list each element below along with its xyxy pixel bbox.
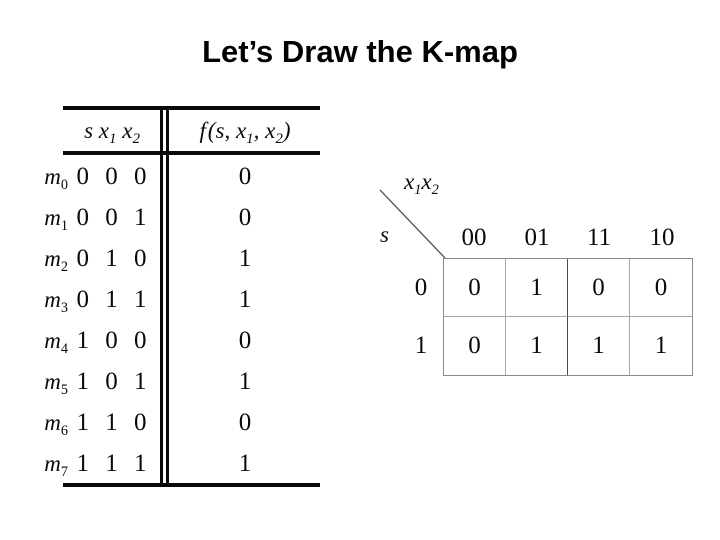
kmap-cell-r0c2[interactable]: 0 xyxy=(568,259,630,317)
minterm-index: 3 xyxy=(60,299,68,316)
output-value: 0 xyxy=(238,204,252,231)
column-header-output: f (s, x1, x2) xyxy=(199,118,291,147)
kmap-cell-r0c1[interactable]: 1 xyxy=(506,259,568,317)
kmap-col-header-10: 10 xyxy=(649,224,675,251)
input-bits: 0 1 0 xyxy=(76,245,152,272)
kmap-cell-r1c1[interactable]: 1 xyxy=(506,317,568,375)
input-bits: 0 0 1 xyxy=(76,204,152,231)
minterm-label: m7 xyxy=(44,451,68,480)
minterm-label: m0 xyxy=(44,164,68,193)
table-divider-line-right xyxy=(166,108,169,485)
minterm-index: 4 xyxy=(60,340,68,357)
kmap-cell-r0c0[interactable]: 0 xyxy=(444,259,506,317)
table-divider-line-left xyxy=(160,108,163,485)
input-bits: 1 0 0 xyxy=(76,327,152,354)
table-top-rule xyxy=(63,106,320,110)
kmap-col-header-01: 01 xyxy=(524,224,550,251)
kmap-row-header-0: 0 xyxy=(414,274,428,301)
table-row: m7 1 1 1 1 xyxy=(20,447,310,488)
input-bits: 1 1 1 xyxy=(76,450,152,477)
input-bits: 0 0 0 xyxy=(76,163,152,190)
table-row: m0 0 0 0 0 xyxy=(20,160,310,201)
minterm-label: m5 xyxy=(44,369,68,398)
kmap-col-header-11: 11 xyxy=(586,224,612,251)
table-bottom-rule xyxy=(63,483,320,487)
output-value: 0 xyxy=(238,327,252,354)
table-row: m4 1 0 0 0 xyxy=(20,324,310,365)
minterm-label: m3 xyxy=(44,287,68,316)
table-header-rule xyxy=(63,151,320,155)
axis-divider-diagonal-icon xyxy=(379,189,446,259)
page-title: Let’s Draw the K-map xyxy=(202,34,518,69)
minterm-index: 2 xyxy=(60,258,68,275)
table-row: m5 1 0 1 1 xyxy=(20,365,310,406)
output-value: 0 xyxy=(238,409,252,436)
input-bits: 1 0 1 xyxy=(76,368,152,395)
minterm-index: 5 xyxy=(60,381,68,398)
kmap-cell-r1c2[interactable]: 1 xyxy=(568,317,630,375)
output-value: 1 xyxy=(238,368,252,395)
kmap-row-header-1: 1 xyxy=(414,332,428,359)
minterm-label: m2 xyxy=(44,246,68,275)
input-bits: 1 1 0 xyxy=(76,409,152,436)
output-value: 1 xyxy=(238,450,252,477)
table-row: m3 0 1 1 1 xyxy=(20,283,310,324)
truth-table: s x1 x2 f (s, x1, x2) m0 0 0 0 0 m1 0 0 … xyxy=(20,100,320,492)
table-row: m1 0 0 1 0 xyxy=(20,201,310,242)
minterm-label: m1 xyxy=(44,205,68,234)
table-row: m6 1 1 0 0 xyxy=(20,406,310,447)
kmap-cell-r0c3[interactable]: 0 xyxy=(630,259,692,317)
minterm-index: 7 xyxy=(60,463,68,480)
kmap-col-header-00: 00 xyxy=(461,224,487,251)
table-row: m2 0 1 0 1 xyxy=(20,242,310,283)
minterm-label: m6 xyxy=(44,410,68,439)
column-header-inputs: s x1 x2 xyxy=(84,118,140,147)
kmap-grid: 0 1 0 0 0 1 1 1 xyxy=(443,258,693,376)
minterm-index: 6 xyxy=(60,422,68,439)
minterm-index: 1 xyxy=(60,217,68,234)
minterm-label: m4 xyxy=(44,328,68,357)
minterm-index: 0 xyxy=(60,176,68,193)
output-value: 1 xyxy=(238,245,252,272)
kmap-row-variable-label: s xyxy=(380,222,389,247)
karnaugh-map: x1x2 s 00 01 11 10 0 1 0 1 0 0 0 1 1 1 xyxy=(378,165,708,380)
kmap-column-variable-label: x1x2 xyxy=(404,169,439,198)
input-bits: 0 1 1 xyxy=(76,286,152,313)
output-value: 1 xyxy=(238,286,252,313)
output-value: 0 xyxy=(238,163,252,190)
kmap-cell-r1c3[interactable]: 1 xyxy=(654,332,668,359)
kmap-cell-r1c0[interactable]: 0 xyxy=(444,317,506,375)
